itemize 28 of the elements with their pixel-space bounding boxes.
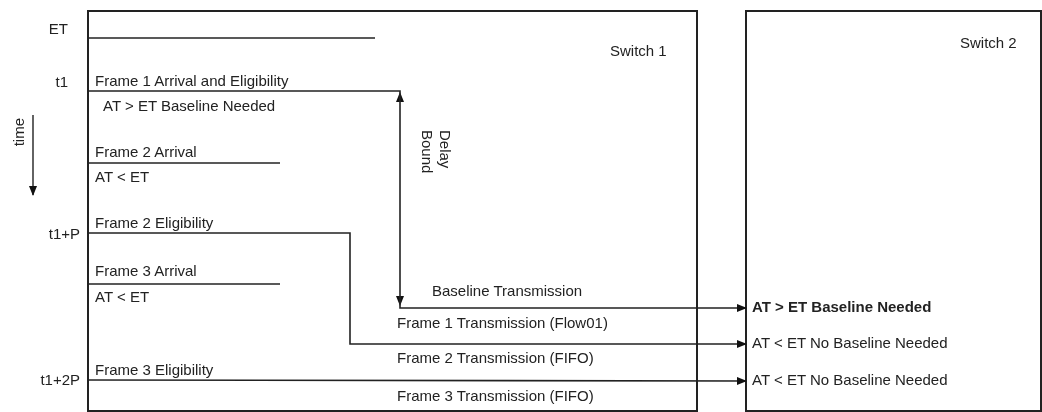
edge-label: Baseline Transmission <box>432 282 583 300</box>
transmission-text: Frame 1 Transmission (Flow01) <box>397 314 608 332</box>
transmission-text: Frame 2 Transmission (FIFO) <box>397 349 594 367</box>
event-text: Frame 2 Arrival <box>95 143 197 161</box>
event-text: Frame 2 Eligibility <box>88 214 214 233</box>
time-marker-label: t1 <box>55 73 68 91</box>
time-marker-label: t1+2P <box>40 371 80 389</box>
arrow <box>87 232 747 348</box>
dimension-label: Delay Bound <box>418 130 454 176</box>
arrow <box>87 377 747 385</box>
condition-text: AT < ET <box>95 168 150 186</box>
time-marker-label: t1+P <box>48 225 80 243</box>
switch-panel <box>745 10 1042 412</box>
event-text: Frame 3 Arrival <box>95 262 197 280</box>
event-text: AT < ET No Baseline Needed <box>748 371 948 390</box>
arrow <box>87 90 747 312</box>
event-text: Frame 1 Arrival and Eligibility <box>88 72 289 91</box>
event-text: AT > ET Baseline Needed <box>748 298 932 317</box>
condition-text: AT > ET Baseline Needed <box>103 97 276 115</box>
axis-label: time <box>10 118 28 147</box>
panel-title: Switch 1 <box>610 42 667 60</box>
condition-text: AT < ET <box>95 288 150 306</box>
event-text: Frame 3 Eligibility <box>88 361 214 380</box>
switch-panel <box>87 10 698 412</box>
event-text: AT < ET No Baseline Needed <box>748 334 948 353</box>
transmission-text: Frame 3 Transmission (FIFO) <box>397 387 594 405</box>
panel-title: Switch 2 <box>960 34 1017 52</box>
time-marker-label: ET <box>48 20 68 38</box>
